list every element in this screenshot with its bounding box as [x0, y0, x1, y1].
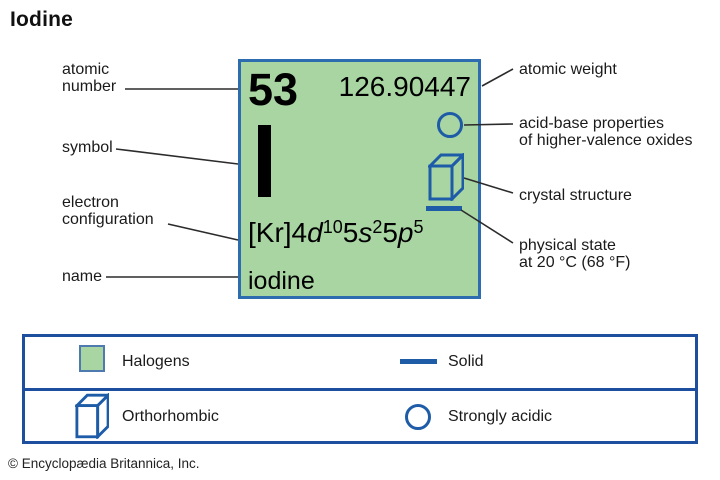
- legend-box: Halogens Solid Orthorhombic Strongly aci…: [22, 334, 698, 444]
- callout-line: configuration: [62, 211, 154, 228]
- physical-state-dash-icon: [426, 206, 462, 211]
- legend-label-orthorhombic: Orthorhombic: [122, 408, 219, 425]
- callout-physical-state: physical state at 20 °C (68 °F): [519, 237, 631, 271]
- callout-line: at 20 °C (68 °F): [519, 254, 631, 271]
- copyright-notice: © Encyclopædia Britannica, Inc.: [8, 456, 200, 471]
- callout-line: of higher-valence oxides: [519, 132, 693, 149]
- strongly-acidic-circle-icon: [405, 404, 431, 430]
- legend-label-halogens: Halogens: [122, 353, 190, 370]
- orthorhombic-cube-icon: [75, 393, 109, 439]
- leader-atomic-weight: [481, 68, 514, 87]
- callout-name: name: [62, 268, 102, 285]
- callout-line: crystal structure: [519, 187, 632, 204]
- callout-line: atomic weight: [519, 61, 617, 78]
- legend-label-solid: Solid: [448, 353, 484, 370]
- element-name: iodine: [248, 267, 315, 295]
- callout-symbol: symbol: [62, 139, 113, 156]
- legend-divider: [25, 388, 695, 391]
- callout-line: number: [62, 78, 117, 95]
- element-symbol-text: I: [258, 125, 259, 126]
- callout-line: electron: [62, 194, 119, 211]
- page-title: Iodine: [10, 8, 74, 31]
- callout-crystal-structure: crystal structure: [519, 187, 632, 204]
- atomic-number: 53: [248, 64, 299, 115]
- electron-configuration: [Kr]4d105s25p5: [248, 217, 424, 248]
- callout-line: physical state: [519, 237, 616, 254]
- element-card: 53 126.90447 I [Kr]4d105s25p5 iodine: [238, 59, 481, 299]
- callout-line: name: [62, 268, 103, 285]
- crystal-structure-cube-icon: [428, 153, 464, 201]
- element-symbol: I: [258, 125, 271, 197]
- callout-atomic-weight: atomic weight: [519, 61, 617, 78]
- callout-acid-base: acid-base properties of higher-valence o…: [519, 115, 692, 149]
- callout-atomic-number: atomic number: [62, 61, 116, 95]
- callout-line: atomic: [62, 61, 110, 78]
- atomic-weight: 126.90447: [338, 71, 471, 102]
- callout-line: acid-base properties: [519, 115, 664, 132]
- callout-line: symbol: [62, 139, 113, 156]
- legend-label-strongly-acidic: Strongly acidic: [448, 408, 553, 425]
- halogens-swatch-icon: [79, 345, 105, 372]
- callout-electron-configuration: electron configuration: [62, 194, 154, 228]
- acid-base-circle-icon: [437, 112, 463, 138]
- solid-dash-icon: [400, 359, 437, 364]
- leader-symbol: [115, 148, 239, 165]
- leader-electron-configuration: [167, 223, 239, 241]
